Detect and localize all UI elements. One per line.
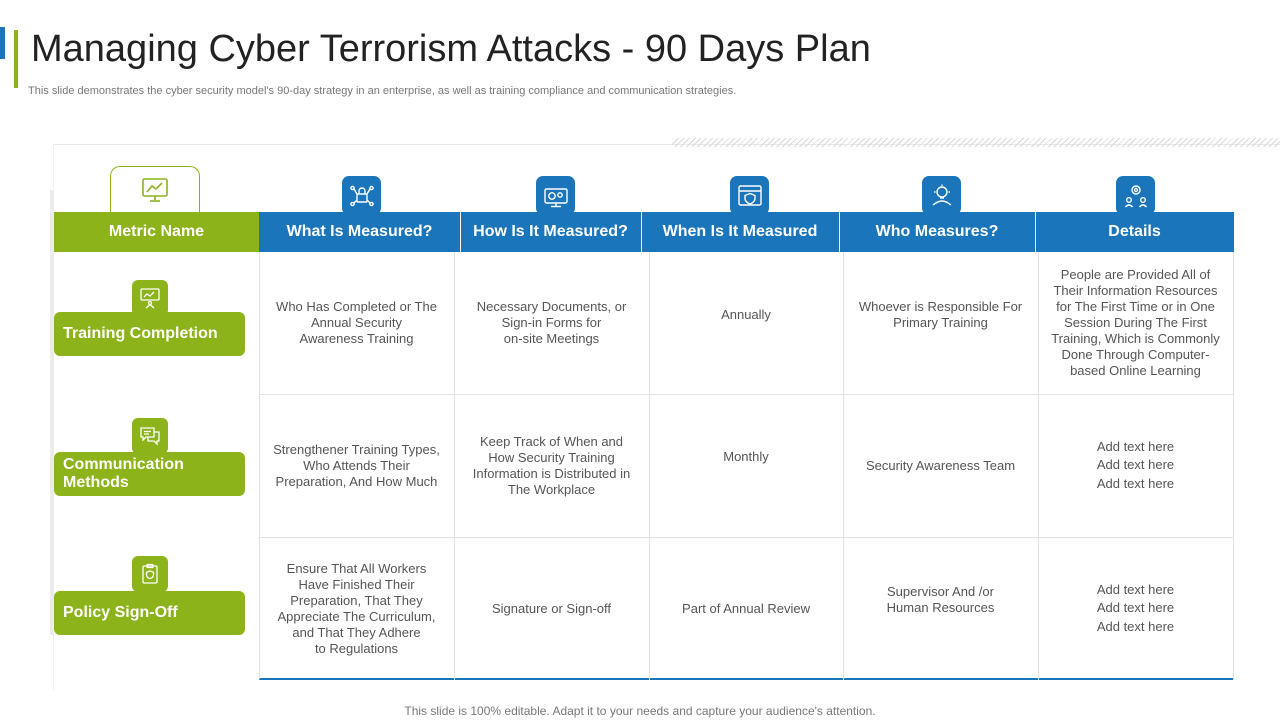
column-header-metric-name: Metric Name (54, 212, 259, 252)
gears-screen-icon (543, 183, 569, 209)
table-cell: Keep Track of When and How Security Trai… (472, 433, 631, 497)
row-icon-box-policy (132, 556, 168, 592)
row-icon-box-communication (132, 418, 168, 454)
column-header-who-measures: Who Measures? (875, 223, 999, 240)
grid-column-line (649, 252, 650, 680)
column-header-how-measured: How Is It Measured? (473, 223, 628, 240)
grid-column-line (1038, 252, 1039, 680)
data-grid (259, 252, 1234, 680)
how-measured-icon-box (536, 176, 575, 215)
column-header-what-measured: What Is Measured? (286, 223, 433, 240)
table-cell: Security Awareness Team (865, 457, 1016, 473)
who-measures-icon-box (922, 176, 961, 215)
table-cell: Part of Annual Review (682, 600, 810, 616)
metric-icon-tab (110, 166, 200, 213)
left-rail-decoration (50, 190, 54, 635)
table-cell: Supervisor And /or Human Resources (886, 584, 995, 615)
column-header-when-measured: When Is It Measured (662, 223, 818, 240)
when-measured-icon-box (730, 176, 769, 215)
network-lock-icon (349, 183, 375, 209)
header-separator (1035, 212, 1036, 252)
grid-column-line (454, 252, 455, 680)
title-accent-bar-blue (0, 27, 5, 59)
chat-bubbles-icon (139, 425, 161, 447)
hand-bulb-icon (929, 183, 955, 209)
column-header-details: Details (1108, 223, 1161, 240)
row-icon-box-training (132, 280, 168, 316)
page-subtitle: This slide demonstrates the cyber securi… (28, 85, 737, 97)
table-cell: Annually (721, 307, 771, 322)
table-cell: Necessary Documents, or Sign-in Forms fo… (476, 299, 627, 346)
metric-communication-methods: Communication Methods (54, 452, 245, 496)
table-cell: Whoever is Responsible For Primary Train… (858, 299, 1023, 330)
grid-row-line (259, 537, 1234, 538)
table-cell: Signature or Sign-off (492, 600, 611, 616)
table-cell: Strengthener Training Types, Who Attends… (273, 441, 440, 489)
clipboard-shield-icon (139, 563, 161, 585)
title-accent-bar-green (14, 30, 18, 88)
table-cell: Who Has Completed or The Annual Security… (276, 299, 437, 346)
table-cell: Ensure That All Workers Have Finished Th… (277, 560, 436, 656)
grid-column-line (1233, 252, 1234, 680)
presentation-board-icon (139, 287, 161, 309)
team-gear-icon (1123, 183, 1149, 209)
header-separator (460, 212, 461, 252)
grid-row-line (259, 394, 1234, 395)
what-measured-icon-box (342, 176, 381, 215)
table-cell: People are Provided All of Their Informa… (1051, 267, 1220, 378)
page-title: Managing Cyber Terrorism Attacks - 90 Da… (31, 28, 871, 70)
header-separator (839, 212, 840, 252)
details-icon-box (1116, 176, 1155, 215)
footer-note: This slide is 100% editable. Adapt it to… (404, 704, 876, 718)
column-header-bar (259, 212, 1234, 252)
browser-shield-icon (737, 183, 763, 209)
metric-policy-sign-off: Policy Sign-Off (54, 591, 245, 635)
header-separator (641, 212, 642, 252)
table-cell: Monthly (723, 449, 769, 464)
metric-training-completion: Training Completion (54, 312, 245, 356)
monitor-chart-icon (140, 175, 170, 205)
hatch-decoration (672, 138, 1280, 147)
table-cell: Add text here Add text here Add text her… (1096, 581, 1175, 634)
table-cell: Add text here Add text here Add text her… (1096, 438, 1175, 491)
grid-column-line (843, 252, 844, 680)
